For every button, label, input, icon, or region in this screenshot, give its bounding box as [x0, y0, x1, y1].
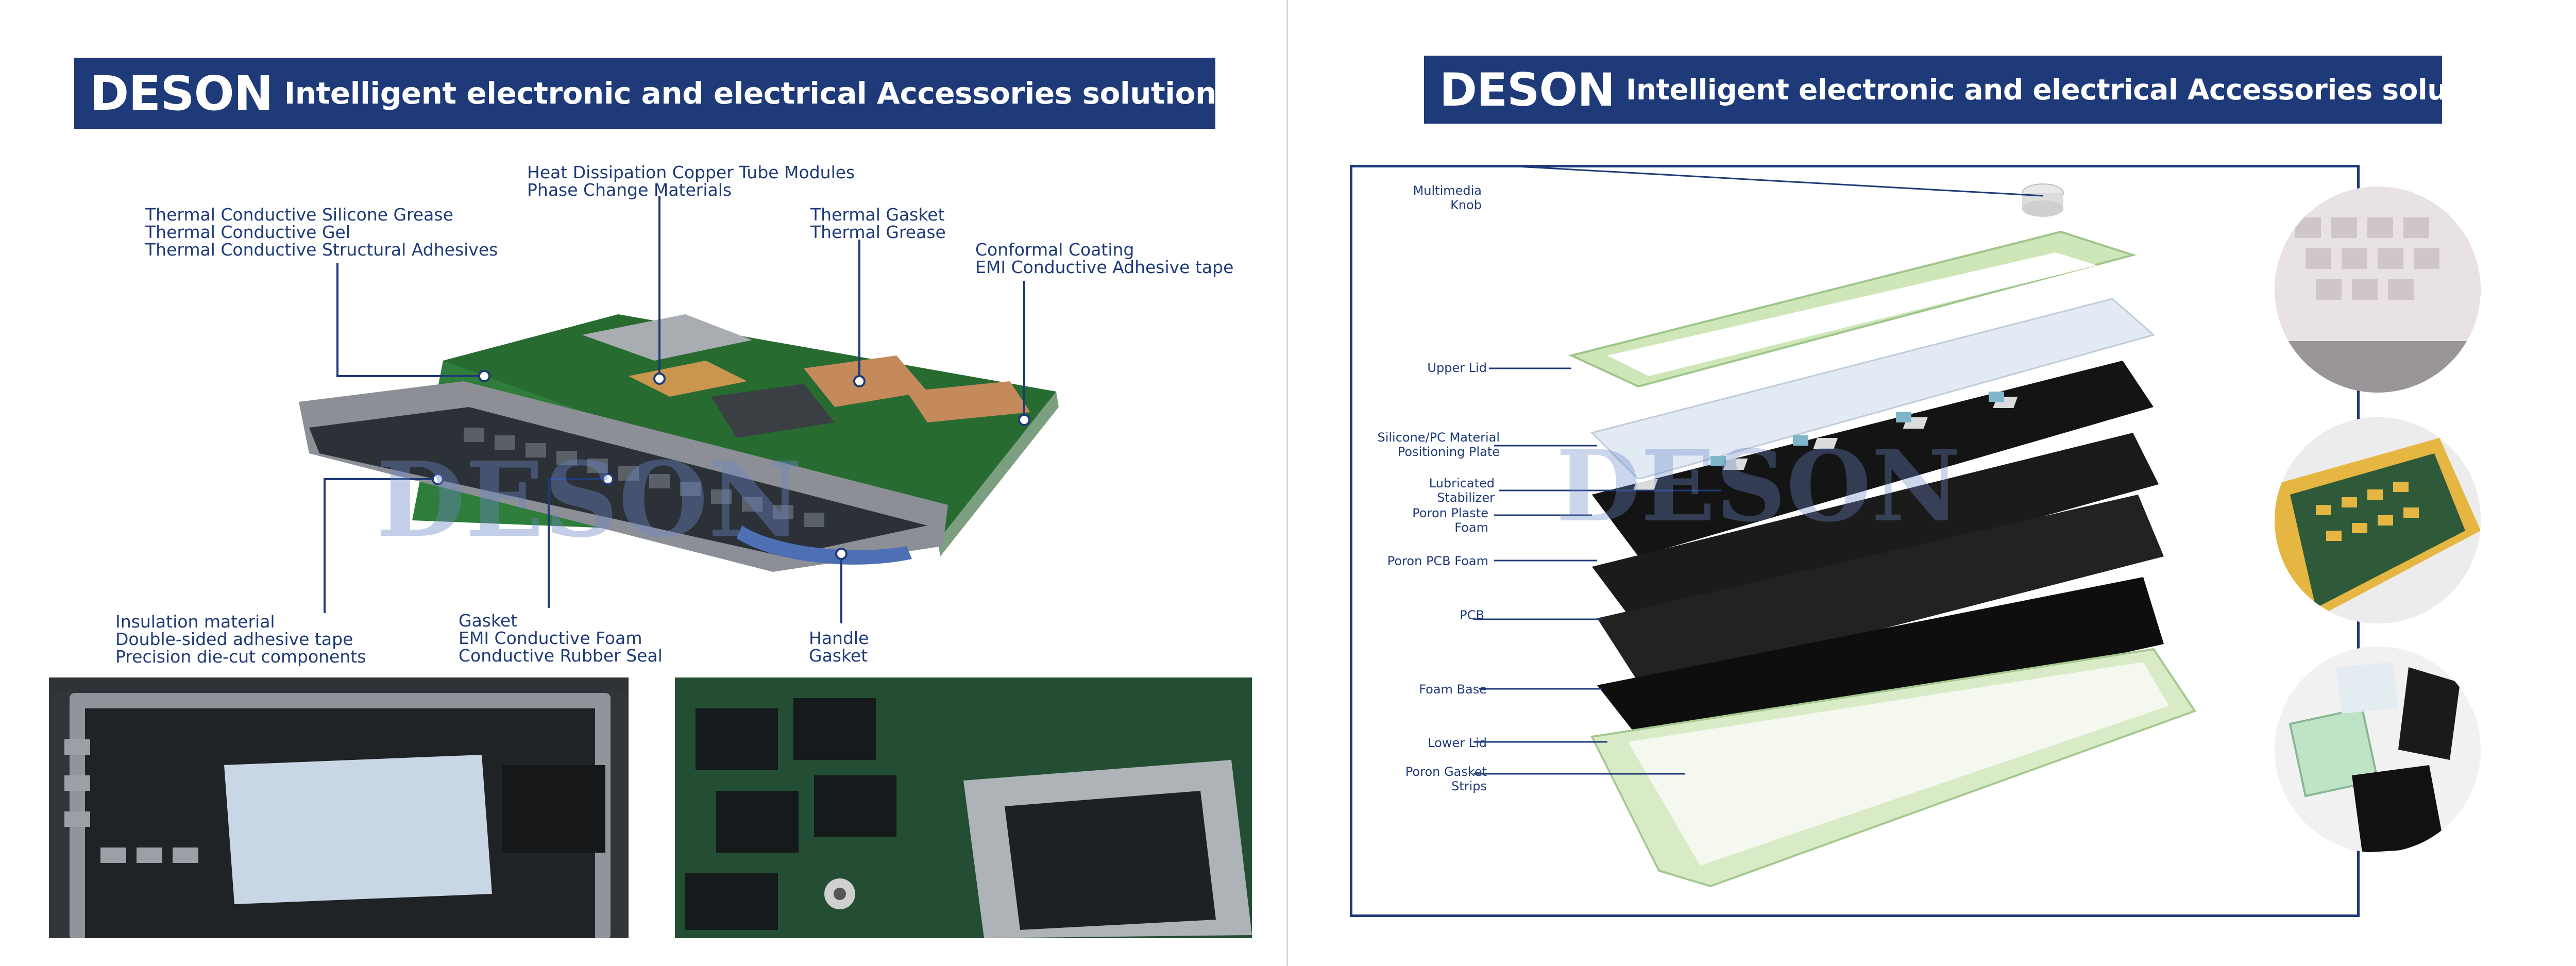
label-plaste-foam: Poron Plaste Foam	[1412, 506, 1488, 535]
label-knob: Multimedia Knob	[1413, 183, 1482, 212]
thermal-pad	[224, 755, 492, 904]
label-gasket-strips: Poron Gasket Strips	[1405, 765, 1487, 793]
label-upper-lid: Upper Lid	[1427, 361, 1487, 375]
callout-line: Insulation material	[115, 612, 275, 632]
stabilizers	[1710, 392, 2004, 466]
plaste-foam	[1592, 361, 2154, 556]
label-line: Poron Gasket	[1405, 765, 1487, 779]
handle	[737, 526, 912, 565]
callout-thermal: Thermal Gasket Thermal Grease	[810, 206, 946, 241]
label-line: Poron Plaste	[1412, 506, 1488, 520]
callout-line: Gasket	[459, 611, 518, 631]
callout-line: EMI Conductive Foam	[459, 628, 642, 648]
thermal-grease-pad	[907, 381, 1030, 422]
label-pcb: PCB	[1460, 608, 1484, 622]
brand-name: DESON	[1439, 63, 1615, 116]
chip	[711, 384, 835, 438]
label-line: Lower Lid	[1428, 736, 1487, 750]
callout-line: Thermal Conductive Silicone Grease	[145, 205, 453, 225]
callout-line: Thermal Gasket	[810, 205, 945, 225]
callout-handle: Handle Gasket	[809, 630, 869, 665]
callout-line: Phase Change Materials	[527, 180, 732, 200]
label-line: Poron PCB Foam	[1387, 554, 1488, 568]
label-line: Strips	[1451, 779, 1487, 793]
positioning-plate	[1590, 298, 2156, 480]
callout-conformal: Conformal Coating EMI Conductive Adhesiv…	[975, 241, 1233, 276]
right-banner: DESON Intelligent electronic and electri…	[1424, 56, 2510, 124]
label-stabilizer: Lubricated Stabilizer	[1429, 476, 1495, 505]
label-line: Knob	[1450, 198, 1482, 212]
label-lower-lid: Lower Lid	[1428, 736, 1487, 750]
pcb-foam	[1592, 433, 2159, 629]
label-line: Foam Base	[1419, 682, 1487, 697]
callout-line: Conductive Rubber Seal	[459, 646, 663, 666]
callout-line: Thermal Conductive Gel	[145, 222, 351, 242]
brand-tagline: Intelligent electronic and electrical Ac…	[1626, 73, 2510, 106]
watermark-left: DESON	[376, 439, 802, 561]
callout-line: Gasket	[809, 646, 868, 666]
callout-line: EMI Conductive Adhesive tape	[975, 257, 1234, 277]
label-line: PCB	[1460, 608, 1484, 622]
upper-lid-opening	[1607, 252, 2097, 376]
leader-lines	[324, 196, 1030, 623]
label-foam-base: Foam Base	[1419, 682, 1487, 697]
brand-name: DESON	[90, 65, 274, 121]
port-grid	[464, 428, 824, 527]
foam-base	[1597, 577, 2164, 757]
left-banner: DESON Intelligent electronic and electri…	[74, 58, 1217, 129]
callout-insulation: Insulation material Double-sided adhesiv…	[115, 613, 366, 666]
callout-line: Heat Dissipation Copper Tube Modules	[527, 162, 855, 182]
callout-line: Handle	[809, 628, 869, 648]
label-line: Silicone/PC Material	[1377, 430, 1500, 445]
heatsink-module	[582, 314, 752, 361]
callout-gasket: Gasket EMI Conductive Foam Conductive Ru…	[459, 612, 663, 665]
photo-thermal-pad	[49, 677, 629, 938]
callout-line: Thermal Grease	[810, 222, 946, 242]
keyboard-exploded-illustration: DESON	[1473, 165, 2197, 888]
circle-photo-components	[2275, 647, 2481, 853]
pcb	[1597, 495, 2164, 690]
circle-photo-plate	[2275, 187, 2481, 393]
label-line: Upper Lid	[1427, 361, 1487, 375]
copper-module	[629, 361, 747, 397]
callout-copper: Heat Dissipation Copper Tube Modules Pha…	[527, 164, 855, 199]
label-line: Lubricated	[1429, 476, 1495, 490]
label-line: Foam	[1454, 520, 1488, 535]
label-positioning-plate: Silicone/PC Material Positioning Plate	[1377, 430, 1500, 459]
label-line: Multimedia	[1413, 183, 1482, 198]
watermark-right: DESON	[1556, 429, 1961, 544]
left-page: DESON Intelligent electronic and electri…	[49, 0, 1288, 966]
callout-line: Thermal Conductive Structural Adhesives	[145, 240, 498, 260]
network-card-illustration: DESON	[299, 196, 1059, 623]
callout-line: Precision die-cut components	[115, 647, 366, 667]
brand-tagline: Intelligent electronic and electrical Ac…	[284, 76, 1217, 111]
callout-line: Conformal Coating	[975, 240, 1134, 260]
photo-gpu-board	[675, 677, 1252, 938]
callout-line: Double-sided adhesive tape	[115, 629, 353, 649]
label-pcb-foam: Poron PCB Foam	[1387, 554, 1488, 568]
circle-photo-yellow-case	[2275, 417, 2481, 623]
right-leader-lines	[1473, 165, 2043, 775]
lower-lid-inner	[1628, 662, 2169, 866]
label-line: Stabilizer	[1437, 490, 1495, 505]
callout-silicone: Thermal Conductive Silicone Grease Therm…	[145, 206, 498, 259]
label-line: Positioning Plate	[1397, 445, 1500, 459]
